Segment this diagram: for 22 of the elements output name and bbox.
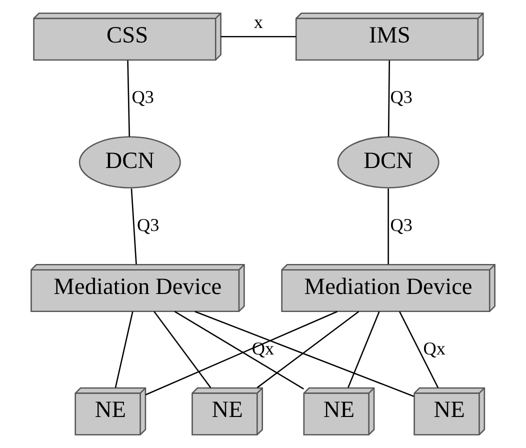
connector [154, 311, 212, 388]
connector [114, 311, 134, 388]
edge-label: Qx [252, 338, 274, 359]
connector [388, 188, 389, 264]
node-ellipse: DCN [337, 136, 440, 188]
connector [388, 60, 390, 136]
connector [348, 311, 380, 388]
edge-label: Q3 [390, 87, 412, 108]
node-ellipse: DCN [78, 136, 181, 188]
connector [194, 310, 414, 397]
connector [145, 310, 338, 396]
connector [127, 60, 130, 136]
connector [256, 310, 360, 388]
edge-label: Q3 [390, 215, 412, 236]
connector [398, 311, 439, 388]
connector [130, 188, 137, 264]
connector [220, 36, 296, 38]
edge-label: Q3 [132, 87, 154, 108]
edge-label: Qx [423, 338, 446, 359]
edge-label: x [254, 12, 263, 32]
edge-label: Q3 [136, 215, 160, 236]
connector [174, 310, 304, 390]
